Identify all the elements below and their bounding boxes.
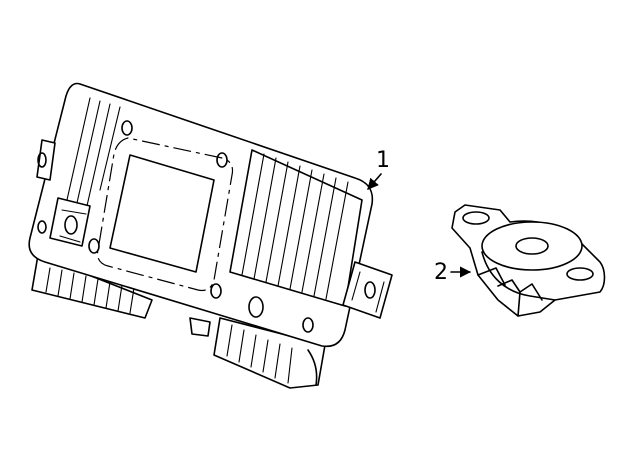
mount-hole: [248, 296, 264, 318]
mount-hole: [121, 120, 133, 136]
sensor-part-2: [451, 204, 606, 317]
callout-label-1: 1: [376, 148, 390, 173]
callout-label-2: 2: [434, 260, 448, 285]
face-plate-dashed: [96, 137, 234, 292]
mount-hole: [216, 152, 228, 168]
sensor-mount-hole: [566, 267, 594, 281]
right-mount-bracket: [342, 261, 393, 319]
lower-connector-left: [31, 254, 153, 319]
sensor-port: [515, 237, 549, 255]
center-tab: [189, 317, 211, 337]
mount-hole: [210, 283, 222, 299]
mount-hole: [302, 317, 314, 333]
sensor-mount-hole: [462, 211, 490, 225]
sensor-dome: [481, 221, 583, 271]
left-mount-bracket: [36, 139, 91, 247]
control-module-part-1: [28, 82, 393, 389]
leader-arrow-1: [367, 173, 382, 190]
mount-hole: [37, 220, 47, 234]
label-area: [109, 154, 215, 273]
mount-hole: [88, 238, 100, 254]
